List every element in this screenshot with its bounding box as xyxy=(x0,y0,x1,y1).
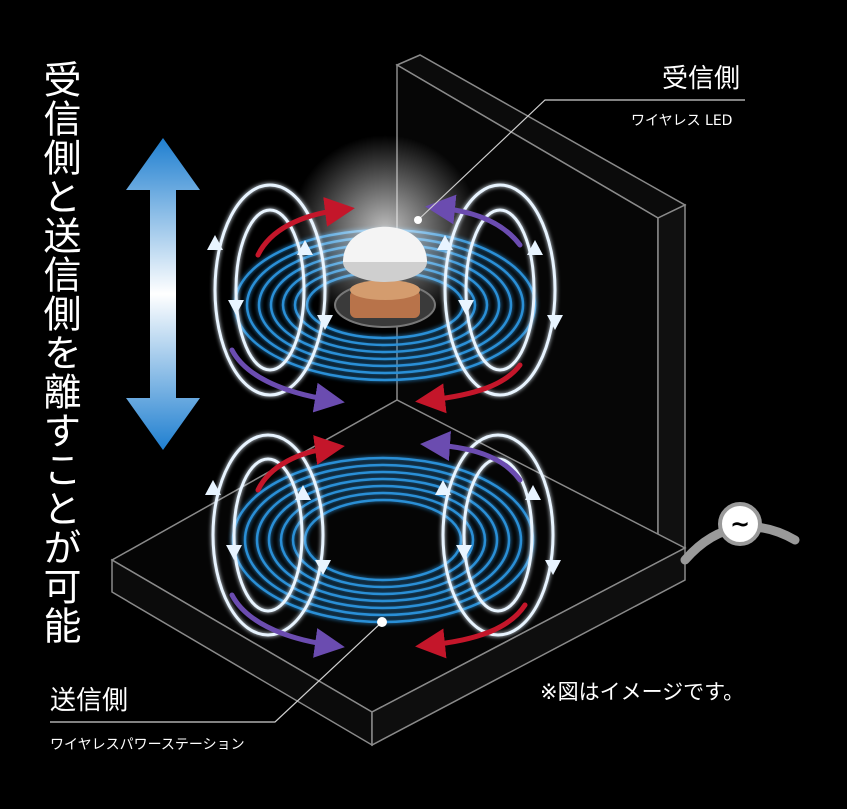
receiver-subtitle: ワイヤレス LED xyxy=(631,113,733,129)
transmitter-subtitle: ワイヤレスパワーステーション xyxy=(50,737,245,753)
leader-lines xyxy=(50,99,745,723)
current-arrows-lower xyxy=(229,431,528,659)
field-lines-upper xyxy=(213,183,557,397)
transmitter-title: 送信側 xyxy=(50,686,129,716)
disclaimer-note: ※図はイメージです。 xyxy=(540,680,745,704)
ac-power-icon xyxy=(718,502,762,546)
separation-arrow xyxy=(126,138,200,450)
current-arrows-upper xyxy=(229,194,523,414)
side-caption: 受信側と送信側を離すことが可能 xyxy=(37,60,81,645)
field-arrowheads xyxy=(205,235,563,575)
wireless-led xyxy=(290,135,480,328)
power-cord: ~ xyxy=(680,502,800,565)
receiver-title: 受信側 xyxy=(662,64,741,94)
ac-symbol: ~ xyxy=(730,510,750,538)
